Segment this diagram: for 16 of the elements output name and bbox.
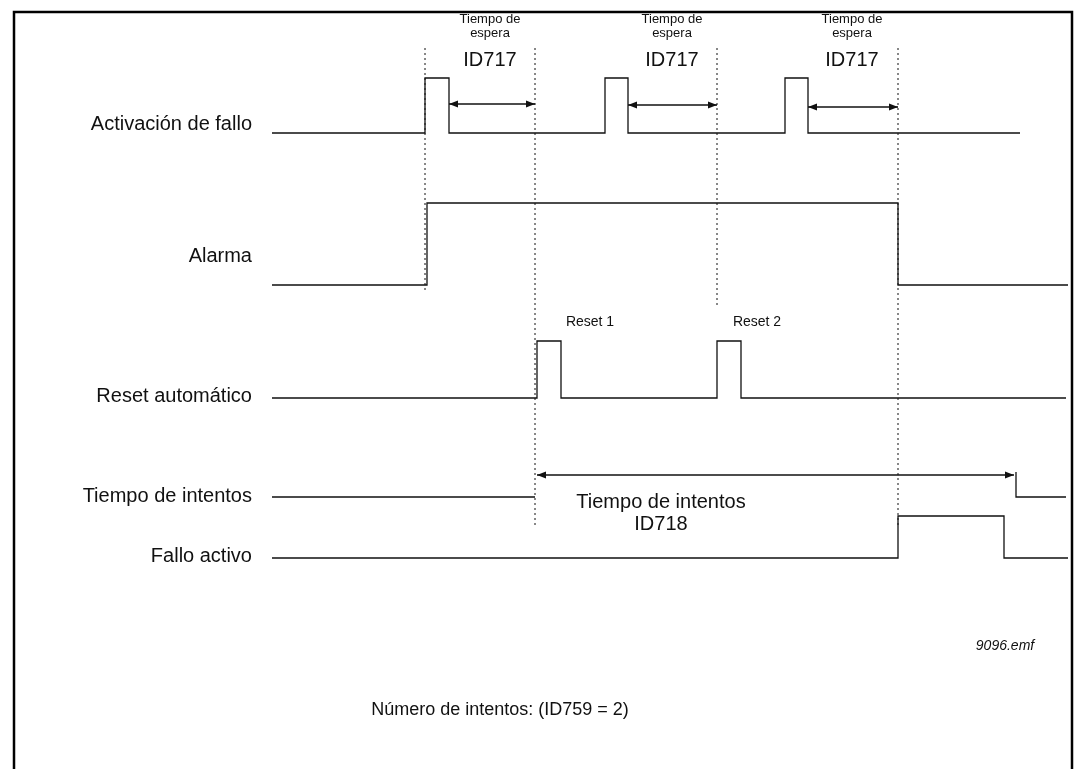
signal-name: Tiempo de intentos	[82, 484, 252, 506]
file-name: 9096.emf	[975, 638, 1035, 654]
caption: Número de intentos: (ID759 = 2)	[371, 700, 629, 720]
interval-label: Tiempo de espera	[820, 12, 884, 41]
reset-label: Reset 1	[565, 314, 615, 330]
parameter-id: ID717	[645, 48, 699, 70]
signal-name: Activación de fallo	[90, 112, 252, 134]
signal-name: Fallo activo	[150, 544, 252, 566]
signal-name: Alarma	[188, 244, 252, 266]
interval-label: Tiempo de intentos ID718	[575, 490, 747, 534]
parameter-id: ID717	[825, 48, 879, 70]
interval-label: Tiempo de espera	[458, 12, 522, 41]
interval-label: Tiempo de espera	[640, 12, 704, 41]
signal-name: Reset automático	[96, 384, 252, 406]
reset-label: Reset 2	[732, 314, 782, 330]
parameter-id: ID717	[463, 48, 517, 70]
